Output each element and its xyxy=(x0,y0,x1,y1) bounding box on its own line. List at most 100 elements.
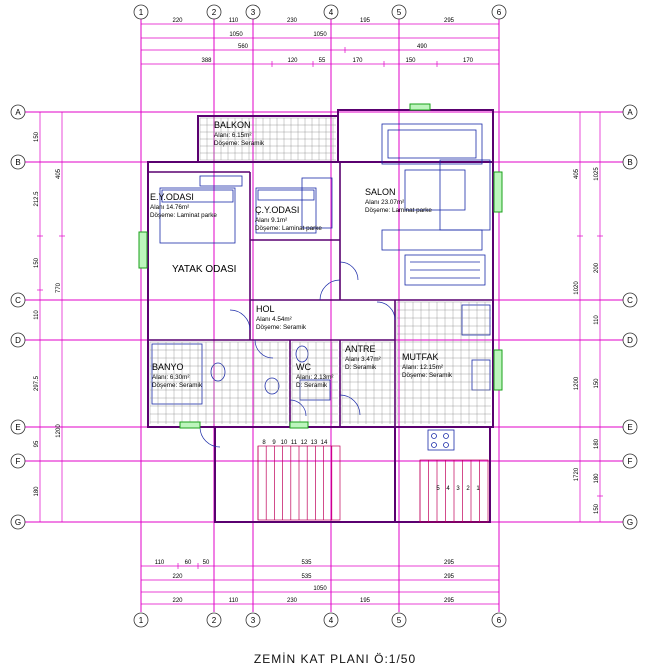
axis-bubble-left-3-label: D xyxy=(15,336,21,345)
axis-bubble-bottom-2-circle xyxy=(245,612,261,628)
axis-bubble-left-4-circle xyxy=(10,419,26,435)
axis-bubble-left-2-label: C xyxy=(15,296,21,305)
room-area-salon: Alanı 23.07m² xyxy=(365,199,404,206)
stair-number-right-1: 1 xyxy=(476,486,480,492)
axis-bubble-bottom-4-label: 5 xyxy=(397,616,402,625)
axis-bubble-left-4-label: E xyxy=(15,423,20,432)
dim-right-inner-text-1: 200 xyxy=(594,262,600,273)
room-area-antre: Alanı 3.47m² xyxy=(345,356,381,363)
dim-bottom-row4-text-0: 220 xyxy=(172,598,183,604)
axis-bubble-left-3-circle xyxy=(10,332,26,348)
axis-bubble-bottom-1-circle xyxy=(206,612,222,628)
axis-bubble-left-0-circle xyxy=(10,104,26,120)
dim-top-row4-text-2: 55 xyxy=(319,58,326,64)
dim-bottom-row1-text-4: 295 xyxy=(444,560,455,566)
windows xyxy=(138,103,503,429)
room-floor-salon: Döşeme: Laminat parke xyxy=(365,207,432,214)
room-area-mutfak: Alanı: 12.15m² xyxy=(402,364,443,371)
stair-number-11: 11 xyxy=(291,440,298,446)
dim-right-inner-text-2: 110 xyxy=(594,315,600,325)
room-area-cy-odasi: Alanı 9.1m² xyxy=(255,217,287,224)
axis-bubble-bottom-5-label: 6 xyxy=(497,616,502,625)
dim-bottom-row4-text-1: 110 xyxy=(229,598,239,604)
room-name-salon: SALON xyxy=(365,187,396,197)
axis-bubble-top-5-circle xyxy=(491,4,507,20)
room-floor-antre: D: Seramik xyxy=(345,364,377,371)
axis-bubble-top-3-label: 4 xyxy=(329,8,334,17)
dim-top-row4-text-0: 388 xyxy=(201,58,212,64)
axis-bubble-bottom-3-label: 4 xyxy=(329,616,334,625)
dim-left-inner-text-6: 180 xyxy=(34,486,40,497)
dim-top-row1-text-4: 295 xyxy=(444,18,455,24)
axis-bubble-bottom-2-label: 3 xyxy=(251,616,256,625)
axis-bubble-right-5-label: F xyxy=(628,457,633,466)
axis-bubble-top-0-circle xyxy=(133,4,149,20)
dim-top-row1-text-3: 195 xyxy=(360,18,371,24)
axis-bubble-bottom-0-label: 1 xyxy=(139,616,144,625)
room-name-balkon: BALKON xyxy=(214,120,251,130)
dim-top-row4-text-1: 120 xyxy=(287,58,298,64)
dim-left-inner-text-5: 95 xyxy=(34,440,40,447)
stair-number-9: 9 xyxy=(272,440,276,446)
room-name-antre: ANTRE xyxy=(345,344,376,354)
room-area-wc: Alanı: 2.13m² xyxy=(296,374,333,381)
dim-top-row1-text-1: 110 xyxy=(229,18,239,24)
axis-bubble-bottom-0-circle xyxy=(133,612,149,628)
room-area-balkon: Alanı: 6.15m² xyxy=(214,132,251,139)
axis-bubble-right-1-label: B xyxy=(627,158,632,167)
room-floor-ey-odasi: Döşeme: Laminat parke xyxy=(150,212,217,219)
dim-bottom-row1-text-2: 50 xyxy=(203,560,210,566)
axis-bubble-bottom-4-circle xyxy=(391,612,407,628)
dim-top-row4-text-4: 150 xyxy=(405,58,416,64)
dim-bottom-row2-text-1: 535 xyxy=(301,574,312,580)
stair-number-14: 14 xyxy=(321,440,328,446)
dim-top-row1-text-2: 230 xyxy=(287,18,298,24)
axis-bubble-bottom-1-label: 2 xyxy=(212,616,217,625)
dim-right-outer-text-3: 1720 xyxy=(574,467,580,481)
room-name-cy-odasi: Ç.Y.ODASI xyxy=(255,205,299,215)
dim-top-row3-text-0: 560 xyxy=(238,44,249,50)
room-name-banyo: BANYO xyxy=(152,362,184,372)
axis-bubble-right-3-circle xyxy=(622,332,638,348)
dim-left-inner-text-3: 110 xyxy=(34,310,40,320)
dim-right-outer-text-0: 405 xyxy=(574,168,580,179)
stair-number-13: 13 xyxy=(311,440,318,446)
room-name-hol: HOL xyxy=(256,304,275,314)
axis-bubble-right-5-circle xyxy=(622,453,638,469)
room-area-hol: Alanı 4.54m² xyxy=(256,316,292,323)
axis-bubble-right-6-label: G xyxy=(627,518,633,527)
room-floor-hol: Döşeme: Seramik xyxy=(256,324,307,331)
room-name-mutfak: MUTFAK xyxy=(402,352,439,362)
room-floor-wc: D: Seramik xyxy=(296,382,328,389)
axis-bubble-top-2-circle xyxy=(245,4,261,20)
room-name-ey-odasi: E.Y.ODASI xyxy=(150,192,194,202)
dim-top-row3-text-1: 490 xyxy=(417,44,428,50)
axis-bubble-top-0-label: 1 xyxy=(139,8,144,17)
furniture xyxy=(151,123,491,451)
room-floor-mutfak: Döşeme: Seramik xyxy=(402,372,453,379)
axis-bubble-top-4-circle xyxy=(391,4,407,20)
room-floor-balkon: Döşeme: Seramik xyxy=(214,140,265,147)
axis-bubble-left-5-label: F xyxy=(16,457,21,466)
room-name-wc: WC xyxy=(296,362,311,372)
room-name-yatak-odasi: YATAK ODASI xyxy=(172,264,236,275)
axis-bubble-right-4-circle xyxy=(622,419,638,435)
dim-bottom-total-text: 1050 xyxy=(313,586,327,592)
stair-number-10: 10 xyxy=(281,440,288,446)
axis-bubble-left-6-label: G xyxy=(15,518,21,527)
room-floor-cy-odasi: Döşeme: Laminat parke xyxy=(255,225,322,232)
plan-caption: ZEMİN KAT PLANI Ö:1/50 xyxy=(253,652,417,666)
dim-left-inner-text-2: 150 xyxy=(34,257,40,268)
dimension-lines xyxy=(37,21,603,607)
dim-left-outer-text-1: 770 xyxy=(56,282,62,293)
axis-bubble-left-2-circle xyxy=(10,292,26,308)
dim-top-total-text-0: 1050 xyxy=(229,32,243,38)
stair-number-right-5: 5 xyxy=(436,486,440,492)
axis-bubble-top-1-circle xyxy=(206,4,222,20)
stair-number-right-4: 4 xyxy=(446,486,450,492)
stair-number-right-2: 2 xyxy=(466,486,470,492)
